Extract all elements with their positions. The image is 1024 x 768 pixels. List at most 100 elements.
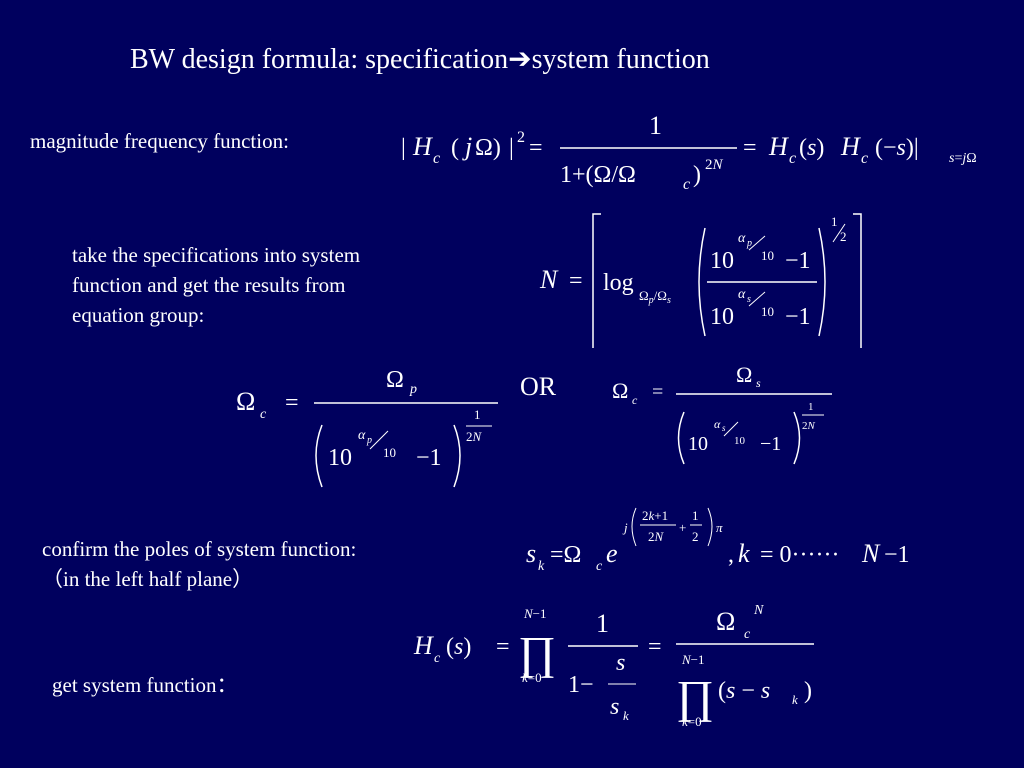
svg-text:c: c — [434, 651, 441, 666]
cutoff-equation-p: Ω c = Ω p 10 α p 10 −1 1 2N — [236, 367, 498, 488]
svg-text:−1: −1 — [884, 542, 910, 568]
svg-text:1−: 1− — [568, 672, 594, 698]
svg-text:α: α — [738, 287, 746, 302]
svg-text:= 0······: = 0······ — [760, 542, 840, 568]
arrow-icon: ➔ — [508, 44, 532, 75]
svg-text:Ω: Ω — [716, 607, 735, 636]
svg-text:N−1: N−1 — [681, 652, 705, 667]
svg-text:−1: −1 — [760, 433, 781, 455]
svg-text:p: p — [366, 435, 372, 446]
svg-text:c: c — [632, 393, 638, 407]
svg-text:=: = — [529, 135, 543, 161]
svg-text:s=jΩ: s=jΩ — [949, 151, 977, 166]
svg-text:H: H — [840, 132, 861, 161]
get-label: get system function： — [52, 670, 237, 700]
svg-text:10: 10 — [761, 304, 774, 319]
svg-text:c: c — [861, 150, 868, 167]
svg-text:=: = — [496, 634, 510, 660]
svg-text:10: 10 — [710, 304, 734, 330]
svg-text:1: 1 — [596, 609, 609, 638]
or-label: OR — [520, 372, 557, 401]
svg-text:c: c — [596, 559, 603, 574]
svg-text:H: H — [412, 132, 433, 161]
svg-text:|: | — [509, 135, 514, 161]
svg-text:k=0: k=0 — [682, 714, 702, 729]
svg-text:10: 10 — [688, 433, 708, 455]
poles-equation: s k =Ω c e j 2k+1 2N + 1 2 π , k = 0····… — [526, 507, 910, 574]
svg-text:k=0: k=0 — [522, 670, 542, 685]
svg-text:c: c — [433, 150, 440, 167]
poles-line-2: （in the left half plane） — [42, 567, 254, 591]
svg-text:1: 1 — [831, 214, 838, 229]
svg-text:k: k — [538, 559, 545, 574]
magnitude-label: magnitude frequency function: — [30, 126, 289, 156]
svg-text:2N: 2N — [466, 429, 483, 444]
svg-text:2: 2 — [840, 229, 847, 244]
svg-text:α: α — [738, 231, 746, 246]
specs-line-2: function and get the results from — [72, 273, 346, 297]
svg-text:Ω): Ω) — [475, 135, 501, 161]
svg-text:N−1: N−1 — [523, 606, 547, 621]
svg-text:+: + — [679, 520, 686, 535]
svg-text:2N: 2N — [705, 157, 724, 173]
svg-text:10: 10 — [328, 445, 352, 471]
specs-paragraph: take the specifications into system func… — [72, 240, 360, 330]
svg-text:−1: −1 — [785, 304, 811, 330]
svg-text:p: p — [409, 382, 417, 397]
svg-text:10: 10 — [761, 248, 774, 263]
svg-text:,: , — [728, 542, 734, 568]
svg-text:1: 1 — [474, 407, 481, 422]
svg-text:(−s)|: (−s)| — [875, 135, 919, 161]
svg-text:=: = — [743, 135, 757, 161]
poles-paragraph: confirm the poles of system function: （i… — [42, 534, 356, 594]
svg-text:(s): (s) — [799, 135, 824, 161]
svg-text:e: e — [606, 539, 618, 568]
get-label-colon: ： — [216, 673, 238, 697]
svg-text:2: 2 — [517, 129, 525, 146]
get-label-text: get system function — [52, 673, 217, 697]
svg-text:=: = — [569, 268, 583, 294]
svg-text:c: c — [683, 176, 690, 193]
svg-text:2: 2 — [692, 529, 699, 544]
svg-text:N: N — [539, 265, 559, 294]
svg-text:): ) — [804, 678, 812, 704]
svg-text:Ω: Ω — [612, 378, 628, 403]
svg-text:(: ( — [451, 135, 459, 161]
svg-text:(s): (s) — [446, 634, 471, 660]
slide-title: BW design formula: specification➔system … — [130, 42, 710, 76]
title-right: system function — [531, 44, 710, 75]
svg-text:=Ω: =Ω — [550, 542, 581, 568]
svg-text:Ω: Ω — [236, 387, 255, 416]
magnitude-label-text: magnitude frequency function — [30, 129, 284, 153]
svg-text:log: log — [603, 270, 634, 296]
system-function-equation: H c (s) = N−1 ∏ k=0 1 1− s s k = Ω c N N… — [413, 603, 814, 729]
specs-line-3: equation group: — [72, 303, 205, 327]
svg-text:1: 1 — [808, 401, 814, 413]
magnitude-equation: | H c ( j Ω) | 2 = 1 1+(Ω/Ω c ) 2N = H c… — [401, 111, 977, 193]
svg-text:∏: ∏ — [518, 627, 556, 678]
svg-text:k: k — [623, 708, 629, 723]
svg-text:j: j — [622, 520, 628, 535]
svg-text:Ω: Ω — [736, 362, 752, 387]
svg-text:(s − s: (s − s — [718, 678, 770, 704]
svg-text:α: α — [714, 417, 721, 431]
svg-text:s: s — [610, 694, 619, 720]
svg-text:10: 10 — [383, 445, 396, 460]
svg-text:H: H — [768, 132, 789, 161]
svg-text:N: N — [753, 603, 764, 618]
svg-text:): ) — [693, 162, 701, 188]
poles-line-1: confirm the poles of system function: — [42, 537, 357, 561]
svg-text:2N: 2N — [802, 420, 816, 432]
svg-text:=: = — [285, 390, 299, 416]
magnitude-label-colon: : — [283, 129, 289, 153]
svg-text:10: 10 — [710, 248, 734, 274]
svg-text:k: k — [738, 539, 750, 568]
svg-text:Ω: Ω — [386, 367, 404, 393]
cutoff-equation-s: Ω c = Ω s 10 α s 10 −1 1 2N — [612, 362, 832, 465]
svg-text:k: k — [792, 692, 798, 707]
svg-text:1: 1 — [649, 111, 662, 140]
svg-text:α: α — [358, 428, 366, 443]
svg-text:1: 1 — [692, 508, 699, 523]
svg-text:p: p — [746, 238, 752, 249]
svg-text:s: s — [756, 376, 761, 390]
